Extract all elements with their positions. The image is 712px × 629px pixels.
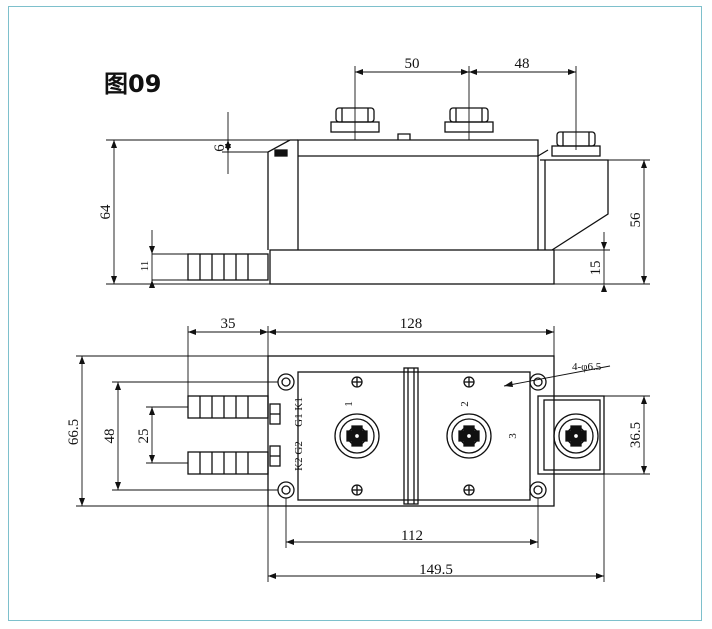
label-terminal-3: 3 <box>507 433 519 439</box>
dim-56: 56 <box>628 212 644 228</box>
dim-48-side: 48 <box>102 429 118 444</box>
label-g1-k1: G1 K1 <box>293 397 305 427</box>
dim-11: 11 <box>139 261 151 272</box>
terminal-3 <box>537 395 605 475</box>
dim-36-5: 36.5 <box>628 422 644 448</box>
label-terminal-2: 2 <box>459 401 471 407</box>
dim-128: 128 <box>400 316 423 332</box>
side-view <box>106 66 650 292</box>
right-terminal-block <box>540 159 609 251</box>
dim-6: 6 <box>212 144 228 152</box>
dim-48-top: 48 <box>515 56 530 72</box>
top-base-plate <box>267 355 555 507</box>
dim-50: 50 <box>405 56 420 72</box>
main-body <box>297 139 539 250</box>
dim-64: 64 <box>98 204 114 220</box>
left-wall <box>267 139 298 250</box>
terminal-1 <box>334 413 380 459</box>
terminal-2 <box>446 413 492 459</box>
mounting-holes <box>277 373 547 499</box>
figure-title: 图09 <box>104 70 162 98</box>
dim-112: 112 <box>401 528 423 544</box>
gate-connector-2 <box>187 451 269 475</box>
dim-149-5: 149.5 <box>419 562 453 578</box>
gate-pins <box>269 403 281 467</box>
gate-connector-1 <box>187 395 269 419</box>
side-gate-connector <box>187 253 269 281</box>
holes-label: 4-φ6.5 <box>572 361 602 373</box>
label-k2-g2: K2 G2 <box>293 441 305 471</box>
dim-66-5: 66.5 <box>66 419 82 445</box>
label-terminal-1: 1 <box>343 401 355 407</box>
dim-25: 25 <box>136 429 152 444</box>
top-view <box>76 326 650 582</box>
dim-35: 35 <box>221 316 236 332</box>
small-screws <box>351 376 475 496</box>
drawing-frame <box>8 6 702 621</box>
dim-15: 15 <box>588 261 604 276</box>
base-plate <box>269 249 555 285</box>
